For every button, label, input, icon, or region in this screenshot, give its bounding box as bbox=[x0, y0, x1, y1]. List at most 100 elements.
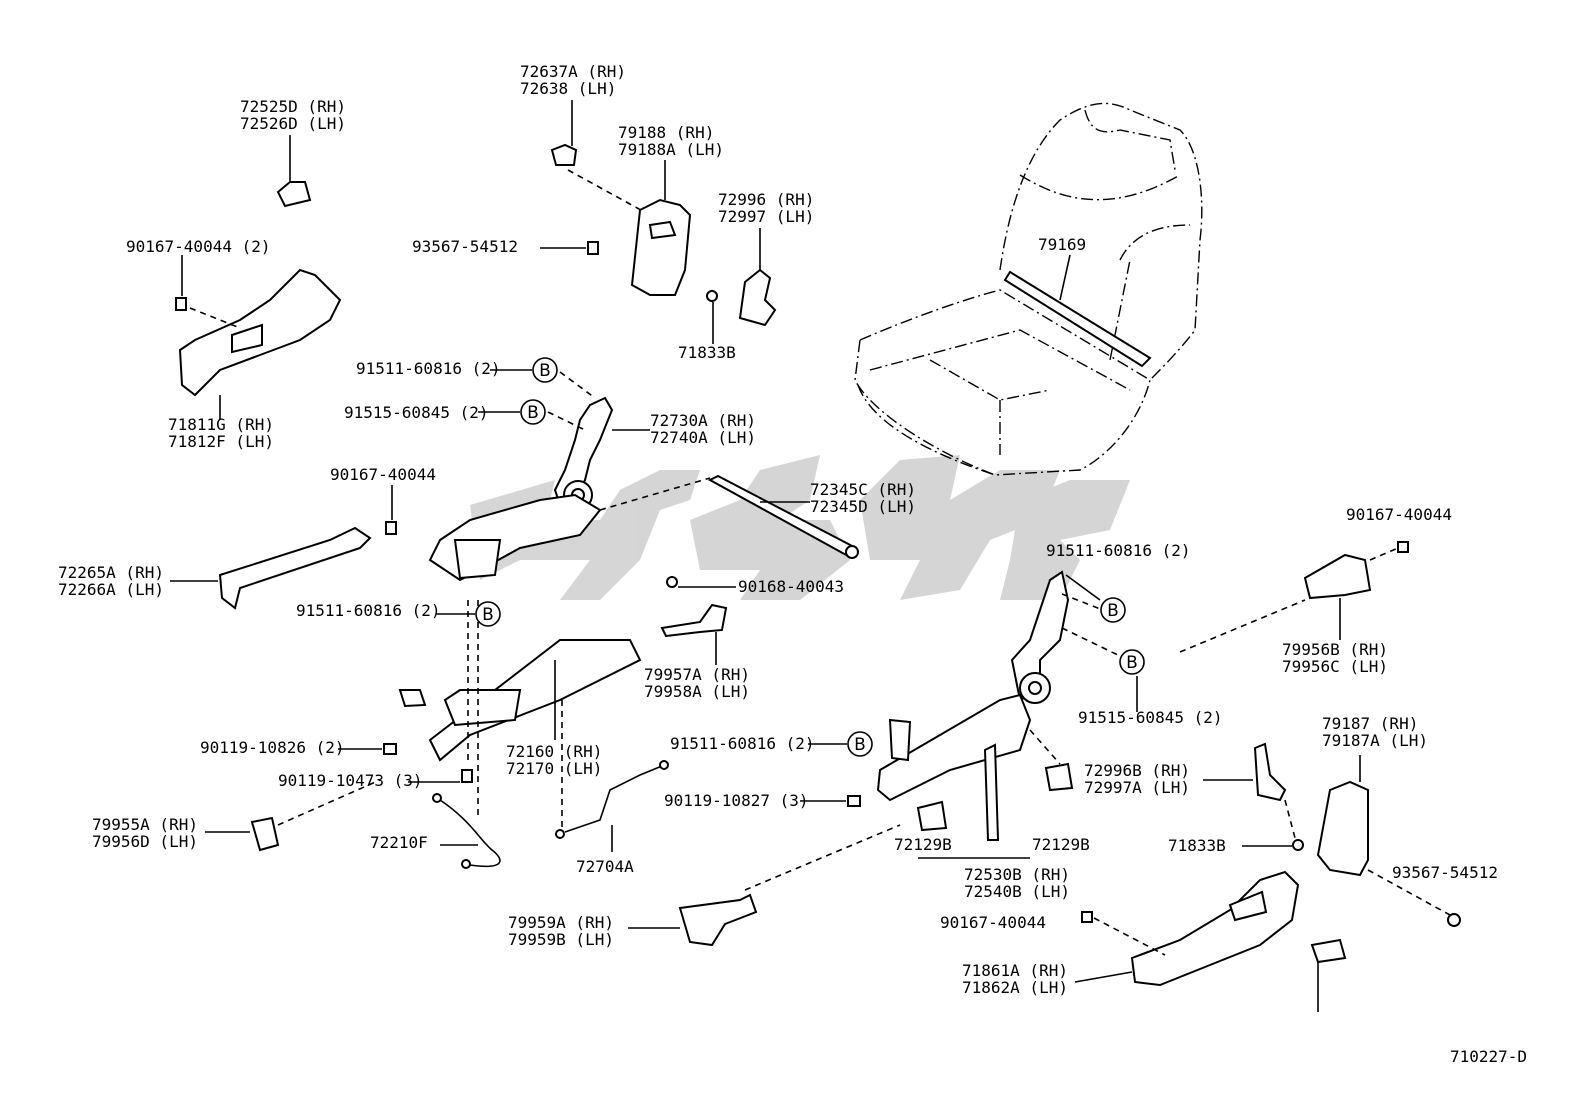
bolt-90119-b bbox=[408, 769, 473, 783]
label-line: 79956B (RH) bbox=[1282, 640, 1388, 659]
label-line: 72160 (RH) bbox=[506, 742, 602, 761]
watermark bbox=[470, 455, 1130, 600]
clip-72995B bbox=[1310, 938, 1347, 1012]
label-line: 91515-60845 (2) bbox=[1078, 708, 1223, 727]
label-l71811: 71811G (RH)71812F (LH) bbox=[168, 415, 274, 451]
seat-frame-rod-79169 bbox=[1003, 254, 1152, 368]
label-line: 72526D (LH) bbox=[240, 114, 346, 133]
label-l72704: 72704A bbox=[576, 857, 634, 876]
label-l72996: 72996 (RH)72997 (LH) bbox=[718, 190, 814, 226]
label-line: 72704A bbox=[576, 857, 634, 876]
label-line: 79169 bbox=[1038, 235, 1086, 254]
label-l71861: 71861A (RH)71862A (LH) bbox=[962, 961, 1068, 997]
label-l72129a: 72129B bbox=[894, 835, 952, 854]
seat-outline bbox=[854, 102, 1203, 476]
cover-79956B bbox=[1179, 541, 1409, 653]
label-l72996b: 72996B (RH)72997A (LH) bbox=[1084, 761, 1190, 797]
label-l72345: 72345C (RH)72345D (LH) bbox=[810, 480, 916, 516]
cover-79959A bbox=[628, 893, 758, 947]
label-l90167d: 90167-40044 bbox=[940, 913, 1046, 932]
label-l91515b: 91515-60845 (2) bbox=[1078, 708, 1223, 727]
rod-72345C bbox=[707, 474, 859, 559]
knob-72637A bbox=[550, 100, 651, 216]
b-marker-label: B bbox=[854, 735, 866, 755]
label-line: 71833B bbox=[1168, 836, 1226, 855]
label-l79188: 79188 (RH)79188A (LH) bbox=[618, 123, 724, 159]
label-line: 90167-40044 bbox=[1346, 505, 1452, 524]
b-marker-circle bbox=[847, 731, 873, 757]
bolt-90119-a bbox=[338, 743, 397, 755]
recliner-right bbox=[1010, 570, 1121, 704]
label-line: 93567-54512 bbox=[1392, 863, 1498, 882]
label-l90119c: 90119-10827 (3) bbox=[664, 791, 809, 810]
label-line: 90168-40043 bbox=[738, 577, 844, 596]
label-l91515a: 91515-60845 (2) bbox=[344, 403, 489, 422]
label-line: 72265A (RH) bbox=[58, 563, 164, 582]
seat-track-right bbox=[876, 693, 1032, 859]
part-labels: 72637A (RH)72638 (LH)72525D (RH)72526D (… bbox=[58, 62, 1498, 997]
b-marker-circle bbox=[532, 357, 558, 383]
label-line: 72266A (LH) bbox=[58, 580, 164, 599]
label-l72210: 72210F bbox=[370, 833, 428, 852]
label-line: 71811G (RH) bbox=[168, 415, 274, 434]
label-l79956b: 79956B (RH)79956C (LH) bbox=[1282, 640, 1388, 676]
label-line: 79957A (RH) bbox=[644, 665, 750, 684]
seat-track-upper bbox=[428, 477, 711, 582]
label-line: 79956D (LH) bbox=[92, 832, 198, 851]
label-l90167b: 90167-40044 bbox=[330, 465, 436, 484]
label-line: 90167-40044 bbox=[940, 913, 1046, 932]
label-l91511a: 91511-60816 (2) bbox=[356, 359, 501, 378]
b-marker-label: B bbox=[482, 605, 494, 625]
label-line: 79956C (LH) bbox=[1282, 657, 1388, 676]
label-l91511b: 91511-60816 (2) bbox=[296, 601, 441, 620]
b-leader bbox=[1065, 574, 1101, 601]
label-line: 91515-60845 (2) bbox=[344, 403, 489, 422]
b-marker-label: B bbox=[1126, 653, 1138, 673]
label-line: 72530B (RH) bbox=[964, 865, 1070, 884]
screw-93567-a bbox=[540, 241, 599, 255]
bracket-72265A bbox=[170, 485, 397, 610]
label-line: 90119-10826 (2) bbox=[200, 738, 345, 757]
label-l90119a: 90119-10826 (2) bbox=[200, 738, 345, 757]
label-line: 79187 (RH) bbox=[1322, 714, 1418, 733]
label-l72730: 72730A (RH)72740A (LH) bbox=[650, 411, 756, 447]
cover-71861A bbox=[1074, 870, 1300, 987]
label-line: 79188 (RH) bbox=[618, 123, 714, 142]
label-l91511c: 91511-60816 (2) bbox=[1046, 541, 1191, 560]
label-line: 72345D (LH) bbox=[810, 497, 916, 516]
label-line: 72525D (RH) bbox=[240, 97, 346, 116]
label-line: 71833B bbox=[678, 343, 736, 362]
label-line: 91511-60816 (2) bbox=[296, 601, 441, 620]
b-marker-label: B bbox=[1107, 601, 1119, 621]
seat-track-lower bbox=[398, 600, 642, 820]
label-l72525: 72525D (RH)72526D (LH) bbox=[240, 97, 346, 133]
label-line: 72996 (RH) bbox=[718, 190, 814, 209]
recliner-cover-71811G bbox=[178, 268, 342, 420]
handle-79957A bbox=[660, 576, 736, 665]
b-marker-label: B bbox=[527, 403, 539, 423]
label-l79955: 79955A (RH)79956D (LH) bbox=[92, 815, 198, 851]
label-line: 72637A (RH) bbox=[520, 62, 626, 81]
label-l90168: 90168-40043 bbox=[738, 577, 844, 596]
cable-72210F bbox=[432, 793, 501, 869]
label-l90119b: 90119-10473 (3) bbox=[278, 771, 423, 790]
label-l79957: 79957A (RH)79958A (LH) bbox=[644, 665, 750, 701]
label-line: 90119-10827 (3) bbox=[664, 791, 809, 810]
label-l93567b: 93567-54512 bbox=[1392, 863, 1498, 882]
label-l79169: 79169 bbox=[1038, 235, 1086, 254]
label-line: 71812F (LH) bbox=[168, 432, 274, 451]
label-line: 90167-40044 bbox=[330, 465, 436, 484]
label-line: 91511-60816 (2) bbox=[356, 359, 501, 378]
label-l72129b: 72129B bbox=[1032, 835, 1090, 854]
cover-79187 bbox=[1316, 755, 1461, 927]
label-line: 90167-40044 (2) bbox=[126, 237, 271, 256]
label-line: 72996B (RH) bbox=[1084, 761, 1190, 780]
label-line: 79958A (LH) bbox=[644, 682, 750, 701]
label-line: 79188A (LH) bbox=[618, 140, 724, 159]
label-l71833a: 71833B bbox=[678, 343, 736, 362]
cover-79955A bbox=[205, 779, 381, 852]
label-l90167c: 90167-40044 bbox=[1346, 505, 1452, 524]
label-line: 90119-10473 (3) bbox=[278, 771, 423, 790]
